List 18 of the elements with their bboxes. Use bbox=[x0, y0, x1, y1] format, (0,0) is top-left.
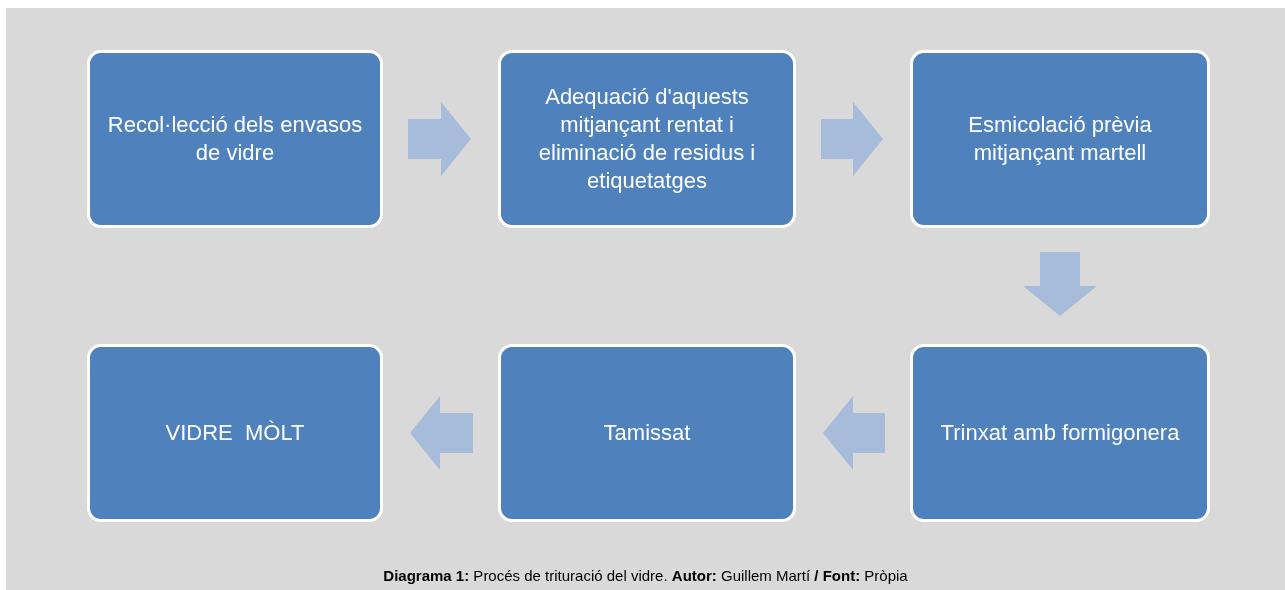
block-arrow bbox=[823, 396, 885, 470]
caption: Diagrama 1: Procés de trituració del vidre. Autor: Guillem Martí / Font: Pròpia bbox=[382, 566, 909, 586]
block-arrow bbox=[1023, 252, 1097, 316]
step-text: VIDRE MÒLT bbox=[165, 419, 305, 447]
process-box bbox=[87, 50, 383, 228]
block-arrow bbox=[410, 396, 473, 470]
process-box bbox=[87, 344, 383, 522]
process-box bbox=[498, 50, 796, 228]
process-box bbox=[910, 344, 1210, 522]
step-text: Esmicolació prèvia mitjançant martell bbox=[967, 111, 1153, 167]
process-box bbox=[498, 344, 796, 522]
step-text: Tamissat bbox=[603, 419, 691, 447]
block-arrow bbox=[408, 102, 471, 176]
block-arrow bbox=[821, 102, 883, 176]
step-text: Adequació d'aquests mitjançant rentat i eliminació de residus i etiquetatges bbox=[537, 83, 757, 195]
step-text: Recol·lecció dels envasos de vidre bbox=[106, 111, 364, 167]
process-box bbox=[910, 50, 1210, 228]
step-text: Trinxat amb formigonera bbox=[940, 419, 1180, 447]
